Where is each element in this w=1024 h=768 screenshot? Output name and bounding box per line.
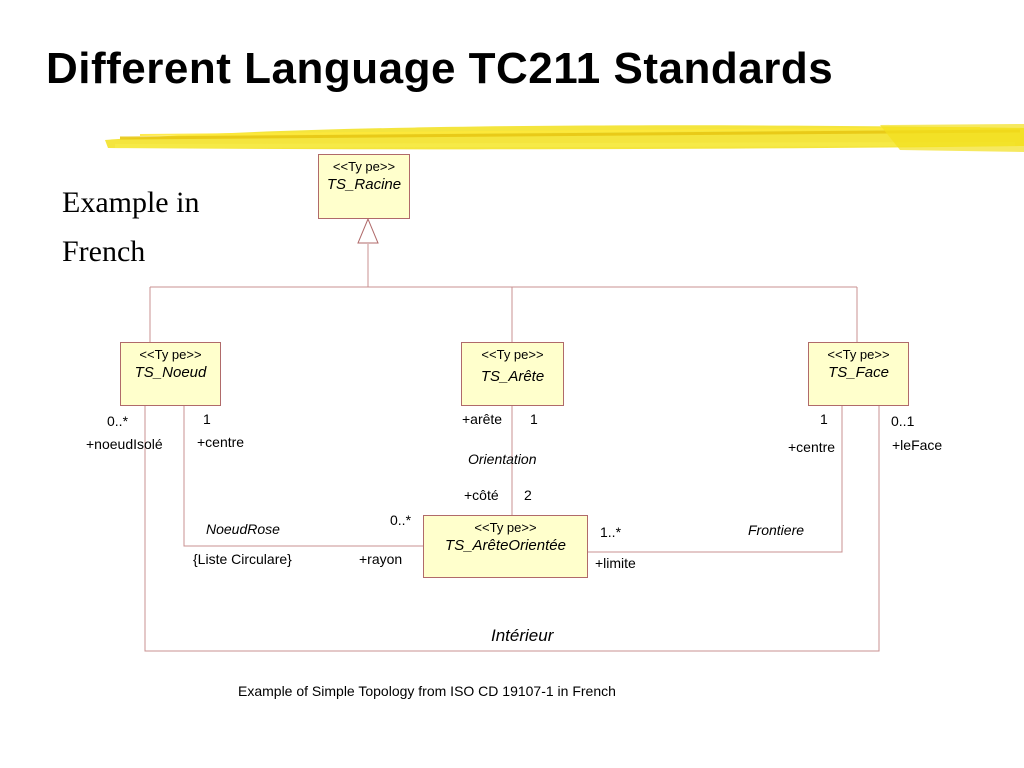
association-orientation: Orientation [468, 451, 537, 467]
class-ts-arete[interactable]: <<Ty pe>> TS_Arête [461, 342, 564, 406]
generalization-arrowhead [357, 217, 379, 244]
class-name: TS_Arête [480, 368, 545, 385]
role-face-centre: +centre [788, 439, 836, 455]
class-name: TS_Face [828, 364, 889, 381]
interieur-association [144, 406, 880, 652]
slide-title: Different Language TC211 Standards [46, 44, 834, 93]
multiplicity-cote: 2 [524, 487, 532, 503]
multiplicity-noeud-centre: 1 [203, 411, 211, 427]
intro-line-2: French [62, 235, 146, 268]
role-rayon: +rayon [359, 551, 403, 567]
role-cote: +côté [464, 487, 499, 503]
stereotype-label: <<Ty pe>> [827, 347, 890, 362]
class-ts-noeud[interactable]: <<Ty pe>> TS_Noeud [120, 342, 221, 406]
class-name: TS_Racine [326, 176, 402, 193]
multiplicity-leface: 0..1 [891, 413, 915, 429]
role-noeud-isole: +noeudIsolé [86, 436, 163, 452]
multiplicity-arete: 1 [530, 411, 538, 427]
association-noeudrose: NoeudRose [206, 521, 280, 537]
stereotype-label: <<Ty pe>> [481, 347, 544, 362]
frontiere-association [588, 406, 843, 553]
figure-caption: Example of Simple Topology from ISO CD 1… [238, 683, 616, 699]
class-ts-face[interactable]: <<Ty pe>> TS_Face [808, 342, 909, 406]
role-arete: +arête [462, 411, 503, 427]
noeudrose-association [183, 406, 423, 547]
multiplicity-noeud-isole: 0..* [107, 413, 129, 429]
constraint-liste-circulare: {Liste Circulare} [193, 551, 292, 567]
role-limite: +limite [595, 555, 636, 571]
association-interieur: Intérieur [491, 626, 554, 645]
intro-line-1: Example in [62, 186, 200, 219]
association-frontiere: Frontiere [748, 522, 805, 538]
intro-text: Example in French [62, 178, 199, 276]
class-ts-arete-orientee[interactable]: <<Ty pe>> TS_ArêteOrientée [423, 515, 588, 578]
role-noeud-centre: +centre [197, 434, 245, 450]
multiplicity-rayon: 0..* [390, 512, 412, 528]
multiplicity-face-centre: 1 [820, 411, 828, 427]
class-name: TS_Noeud [134, 364, 207, 381]
multiplicity-limite: 1..* [600, 524, 622, 540]
role-leface: +leFace [892, 437, 943, 453]
stereotype-label: <<Ty pe>> [474, 520, 537, 535]
stereotype-label: <<Ty pe>> [139, 347, 202, 362]
class-name: TS_ArêteOrientée [445, 537, 566, 554]
stereotype-label: <<Ty pe>> [332, 159, 396, 174]
class-ts-racine[interactable]: <<Ty pe>> TS_Racine [318, 154, 410, 219]
